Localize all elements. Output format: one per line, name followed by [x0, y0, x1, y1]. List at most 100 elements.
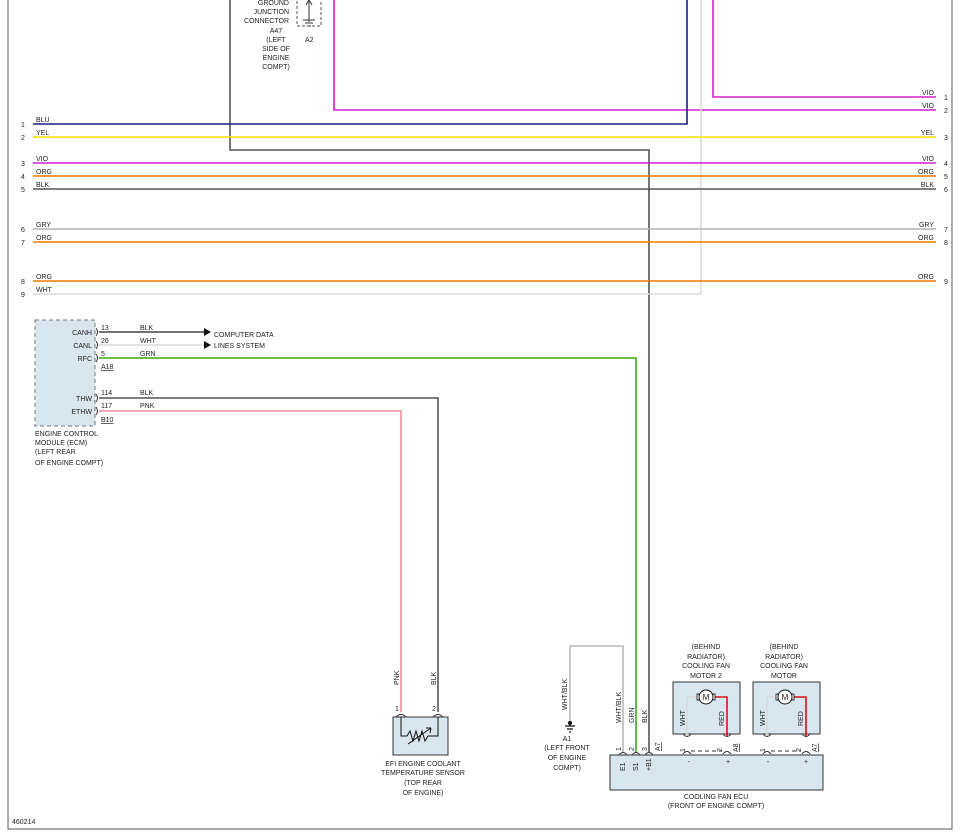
motor1-wht-wire	[766, 696, 776, 736]
ground-junction-caption-5: SIDE OF	[262, 46, 290, 53]
ecm-connector-bracket	[95, 327, 98, 416]
ecu-pin-num: 2	[629, 747, 636, 751]
bus-left-label: ORG	[36, 235, 52, 242]
bus-left-label: YEL	[36, 130, 49, 137]
ecu-pin-num: 1	[616, 747, 623, 751]
motor1-wire-label: RED	[798, 711, 805, 726]
motor1-connector-top	[762, 733, 811, 737]
sensor-caption: TEMPERATURE SENSOR	[381, 770, 465, 777]
motor2-symbol: M	[703, 693, 710, 702]
bus-left-num: 4	[21, 174, 25, 181]
ecu-wire-label: GRN	[629, 707, 636, 723]
motor1-symbol: M	[782, 693, 789, 702]
bus-left-num: 2	[21, 135, 25, 142]
ecu-pin-num: 3	[642, 747, 649, 751]
diagram-id: 460214	[12, 819, 35, 826]
ecm-caption: MODULE (ECM)	[35, 440, 87, 447]
bus-right-num: 9	[944, 279, 948, 286]
bus-left-num: 7	[21, 240, 25, 247]
motor2-wire-label: WHT	[680, 709, 687, 726]
ecm-pin-ethw: ETHW	[71, 409, 92, 416]
bus-right-num: 8	[944, 240, 948, 247]
motor2-red-wire	[715, 696, 728, 736]
motor2-connector-bot	[682, 751, 732, 755]
ecm-caption: OF ENGINE COMPT)	[35, 460, 103, 467]
ecm-pin-thw: THW	[76, 396, 92, 403]
ecm-wire-label: PNK	[140, 403, 155, 410]
motor1-caption: MOTOR	[771, 673, 797, 680]
ground-a1-caption: COMPT)	[553, 765, 581, 772]
diagram-frame	[7, 0, 953, 830]
wire-wht-blk-ground	[569, 645, 624, 752]
bus-right-label: YEL	[921, 130, 934, 137]
bus-left-numbers: 1 2 3 4 5 6 7 8 9	[21, 122, 25, 299]
ecu-pin-name: E1	[620, 762, 627, 771]
bus-right-num: 4	[944, 161, 948, 168]
wire-blk-thw	[99, 397, 439, 712]
bus-left-labels: BLU YEL VIO ORG BLK GRY ORG ORG WHT	[36, 117, 53, 294]
bus-left-num: 3	[21, 161, 25, 168]
sensor-caption: (TOP REAR	[404, 780, 442, 787]
ground-junction-caption-7: COMPT)	[262, 64, 290, 71]
ecm-pin-canl: CANL	[73, 343, 92, 350]
ground-a1-caption: OF ENGINE	[548, 755, 587, 762]
bus-right-num: 7	[944, 227, 948, 234]
bus-right-label: VIO	[922, 156, 935, 163]
ecm-caption: (LEFT REAR	[35, 449, 76, 456]
bus-right-label: ORG	[918, 169, 934, 176]
ecm-connector-b10: B10	[101, 417, 114, 424]
ground-junction-pin: A2	[305, 37, 314, 44]
motor1-wire-label: WHT	[760, 709, 767, 726]
ecm-pin-number: 114	[101, 390, 112, 397]
motor1-caption: (BEHIND	[770, 644, 799, 651]
motor2-caption: MOTOR 2	[690, 673, 722, 680]
bus-right-num: 3	[944, 135, 948, 142]
ecm-wire-label: BLK	[140, 390, 154, 397]
wire-grn-rfc	[99, 357, 637, 752]
ground-a1-caption: (LEFT FRONT	[544, 745, 590, 752]
ground-junction-caption-3: A47	[270, 28, 283, 35]
bus-right-numbers: 1 2 3 4 5 6 7 8 9	[944, 95, 948, 286]
motor1-brush-left	[775, 693, 779, 701]
ecu-pin-name: +B1	[646, 758, 653, 771]
bus-left-label: ORG	[36, 274, 52, 281]
ecu-minus-2: -	[767, 759, 770, 766]
motor1-connector-label: A7	[812, 743, 819, 752]
ecm: CANH CANL RFC THW ETHW 13 26 5 A18 114 1…	[34, 319, 274, 467]
motor1-brush-right	[791, 693, 795, 701]
ground-a1: WHT/BLK A1 (LEFT FRONT OF ENGINE COMPT)	[544, 679, 590, 772]
sensor-wire-label-pnk: PNK	[394, 670, 401, 685]
bus-right-label: VIO	[922, 103, 935, 110]
ground-junction-caption-4: (LEFT	[266, 37, 286, 44]
sensor-connector	[395, 714, 444, 718]
ecu-caption: COOLING FAN ECU	[684, 794, 749, 801]
ecm-caption: ENGINE CONTROL	[35, 431, 98, 438]
ecm-pin-number: 5	[101, 351, 105, 358]
bus-left-label: BLU	[36, 117, 50, 124]
bus-left-num: 1	[21, 122, 25, 129]
ground-junction-caption-0: GROUND	[258, 0, 289, 7]
motor1-red-wire	[794, 696, 807, 736]
motor1-caption: COOLING FAN	[760, 663, 808, 670]
motor1-pin: 1	[760, 748, 767, 752]
sensor-pin-2: 2	[432, 706, 436, 713]
bus-left-label: GRY	[36, 222, 51, 229]
ecu-connector-a7: A7	[655, 742, 662, 751]
sensor-wire-label-blk: BLK	[431, 671, 438, 685]
ecu-wire-label: WHT/BLK	[616, 692, 623, 723]
ecm-wire-label: GRN	[140, 351, 156, 358]
ecu-wire-label: BLK	[642, 709, 649, 723]
ecu-plus-2: +	[804, 759, 808, 766]
bus-right-num: 1	[944, 95, 948, 102]
motor1-caption: RADIATOR)	[765, 654, 803, 661]
bus-left-label: BLK	[36, 182, 50, 189]
motor2-brush-right	[712, 693, 716, 701]
ground-junction-caption-6: ENGINE	[263, 55, 290, 62]
coolant-temp-sensor: PNK BLK 1 2 EFI ENGINE COOLANT TEMPERATU…	[381, 670, 465, 797]
wire-blk-feeder	[229, 0, 650, 752]
wire-pnk-ethw	[99, 410, 402, 712]
ecm-pin-canh: CANH	[72, 330, 92, 337]
bus-right-label: ORG	[918, 274, 934, 281]
motor2-wht-wire	[686, 696, 697, 736]
bus-right-num: 6	[944, 187, 948, 194]
